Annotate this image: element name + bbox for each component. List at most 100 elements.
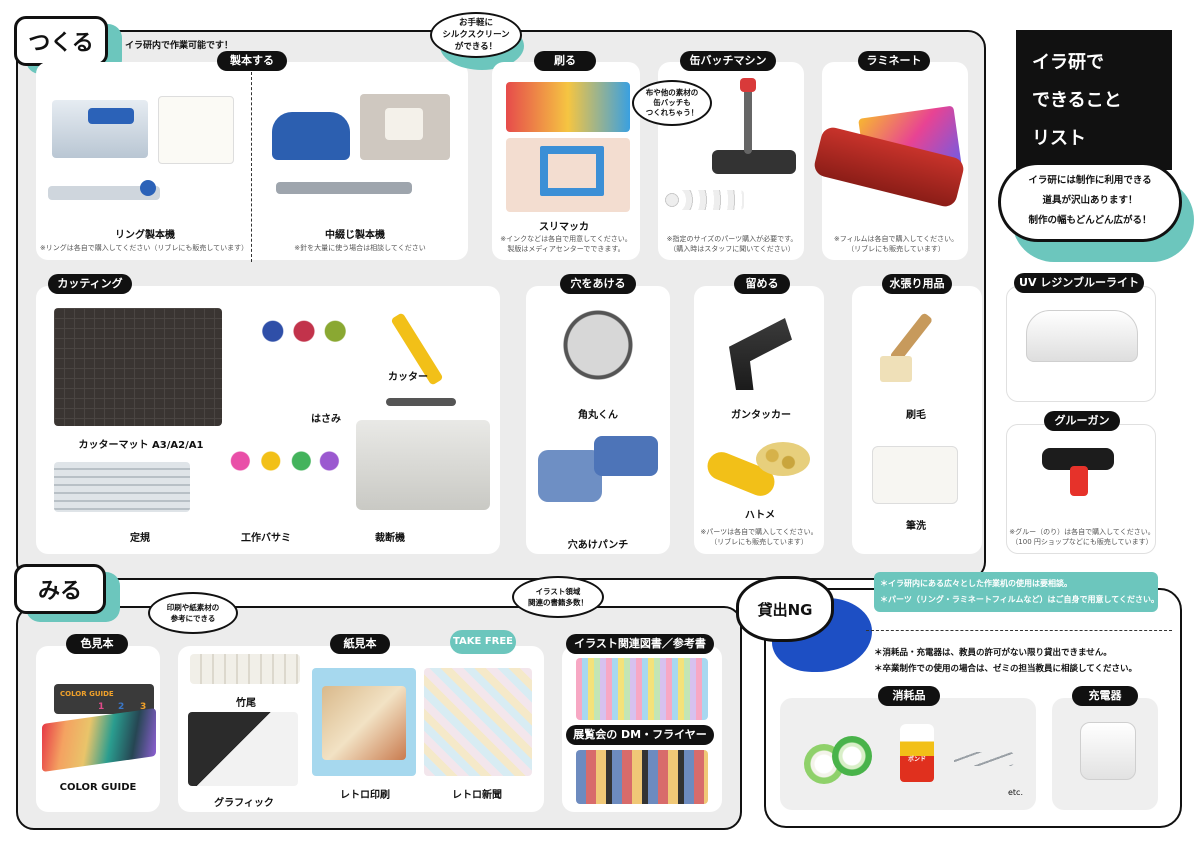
glue-gun-image [1042, 448, 1114, 470]
bond-bottle [900, 724, 934, 782]
bookshelf-image [576, 658, 708, 720]
fude-image [872, 446, 958, 504]
badge-parts [664, 190, 744, 210]
surimakka-label: スリマッカ [539, 222, 589, 233]
silk-tools-image [506, 82, 630, 132]
ring-binder-label: リング製本機 [115, 230, 175, 241]
ng-teal-note-2: ＊パーツ（リング・ラミネートフィルムなど）はご自身で用意してください。 [880, 595, 1160, 604]
title-line-2: できること [1032, 90, 1122, 111]
kousaku-scissors-image [222, 440, 344, 510]
badge-machine-handle [740, 78, 756, 92]
retro-news-image [424, 668, 532, 776]
badge-pill: 缶バッチマシン [680, 51, 776, 71]
retro-print-label: レトロ印刷 [340, 790, 390, 801]
gun-tacker-label: ガンタッカー [731, 410, 791, 421]
badge-bubble: 布や他の素材の 缶バッチも つくれちゃう！ [632, 80, 712, 126]
tomeru-note: ※パーツは各自で購入してください。 （リブレにも販売しています） [700, 528, 818, 546]
hole-pill: 穴をあける [560, 274, 636, 294]
badge-machine-base [712, 150, 796, 174]
seihon-pill: 製本する [217, 51, 287, 71]
color-guide-num-1: 1 [98, 702, 105, 712]
cutter-mat-image [54, 308, 222, 426]
color-guide-book [54, 684, 154, 714]
seihon-divider [251, 72, 252, 262]
brush-head [880, 356, 912, 382]
color-guide-num-3: 3 [140, 702, 147, 712]
kadomaru-image [562, 310, 634, 380]
books-bubble: イラスト領域 関連の書籍多数！ [512, 576, 604, 618]
stapler-image [272, 112, 350, 160]
booklet-photo-inner [385, 108, 423, 140]
badge-note: ※指定のサイズのパーツ購入が必要です。 （購入時はスタッフに聞いてください） [666, 235, 798, 253]
cutting-pill: カッティング [48, 274, 132, 294]
paper-pill: 紙見本 [330, 634, 390, 654]
color-guide-num-2: 2 [118, 702, 125, 712]
suru-pill: 刷る [534, 51, 596, 71]
naka-label: 中綴じ製本機 [325, 230, 385, 241]
silk-frame-blue [540, 146, 604, 196]
retro-news-label: レトロ新聞 [452, 790, 502, 801]
pins-image [954, 752, 1014, 766]
laminate-note: ※フィルムは各自で購入してください。 （リブレにも販売しています） [833, 235, 959, 253]
long-stapler-image [276, 182, 412, 194]
charger-image [1080, 722, 1136, 780]
paper-cutter-image [356, 420, 490, 510]
ng-dashed-line [866, 630, 1172, 631]
etc-label: etc. [1008, 788, 1023, 797]
mizubari-pill: 水張り用品 [882, 274, 952, 294]
title-bubble: イラ研には制作に利用できる 道具が沢山あります！ 制作の幅もどんどん広がる！ [998, 162, 1182, 242]
miru-heading: みる [14, 564, 106, 614]
consumables-pill: 消耗品 [878, 686, 940, 706]
laminate-pill: ラミネート [858, 51, 930, 71]
dm-pill: 展覧会の DM・フライヤー [566, 725, 714, 745]
kadomaru-label: 角丸くん [578, 410, 618, 421]
punch-label: 穴あけパンチ [567, 540, 629, 551]
ruler-image [54, 462, 190, 512]
dm-image [576, 750, 708, 804]
retro-print-inner [322, 686, 406, 760]
print-bubble: 印刷や紙素材の 参考にできる [148, 592, 238, 634]
color-guide-label: COLOR GUIDE [59, 782, 137, 793]
tomeru-pill: 留める [734, 274, 790, 294]
title-line-1: イラ研で [1032, 52, 1104, 73]
ng-note-1: ＊消耗品・充電器は、教員の許可がない限り貸出できません。 [874, 648, 1112, 658]
bond-label: ボンド [907, 756, 926, 763]
ring-rail-knob [140, 180, 156, 196]
punch-image-1 [538, 450, 602, 502]
suru-note: ※インクなどは各自で用意してください。 製版はメディアセンターでできます。 [500, 235, 632, 253]
brush-label: 刷毛 [906, 410, 926, 421]
title-line-3: リスト [1032, 128, 1086, 149]
cutter-mat-label: カッターマット A3/A2/A1 [78, 440, 204, 451]
books-pill: イラスト関連図書／参考書 [566, 634, 714, 654]
tape-image-2 [832, 736, 872, 776]
color-guide-book-text: COLOR GUIDE [60, 690, 114, 698]
takeo-image [190, 654, 300, 684]
silk-bubble: お手軽に シルクスクリーン ができる！ [430, 12, 522, 58]
badge-machine-arm [744, 84, 752, 154]
take-free-badge: TAKE FREE [450, 630, 516, 654]
takeo-label: 竹尾 [236, 698, 256, 709]
tsukuru-heading: つくる [14, 16, 108, 66]
scissors-label: はさみ [311, 414, 341, 425]
title-block [1016, 30, 1172, 170]
tsukuru-sub: イラ研内で作業可能です！ [125, 41, 234, 51]
ng-heading-bubble: 貸出NG [736, 576, 834, 642]
hatome-parts [756, 442, 810, 476]
uv-pill: UV レジンブルーライト [1014, 273, 1144, 293]
glue-gun-handle [1070, 466, 1088, 496]
charger-pill: 充電器 [1072, 686, 1138, 706]
paper-cutter-arm [386, 398, 456, 406]
saidan-label: 裁断機 [375, 533, 405, 544]
naka-note: ※針を大量に使う場合は相談してください [294, 244, 426, 252]
cutter-label: カッター [388, 372, 428, 383]
tomeru-card [694, 286, 824, 554]
graphic-image [188, 712, 298, 786]
ruler-label: 定規 [130, 533, 150, 544]
glue-pill: グルーガン [1044, 411, 1120, 431]
ng-note-2: ＊卒業制作での使用の場合は、ゼミの担当教員に相談してください。 [874, 664, 1137, 674]
ring-binder-blue [88, 108, 134, 124]
notebook-image [158, 96, 234, 164]
kousaku-label: 工作バサミ [241, 533, 291, 544]
graphic-label: グラフィック [214, 798, 274, 809]
ring-binder-note: ※リングは各自で購入してください（リブレにも販売しています） [39, 244, 249, 252]
